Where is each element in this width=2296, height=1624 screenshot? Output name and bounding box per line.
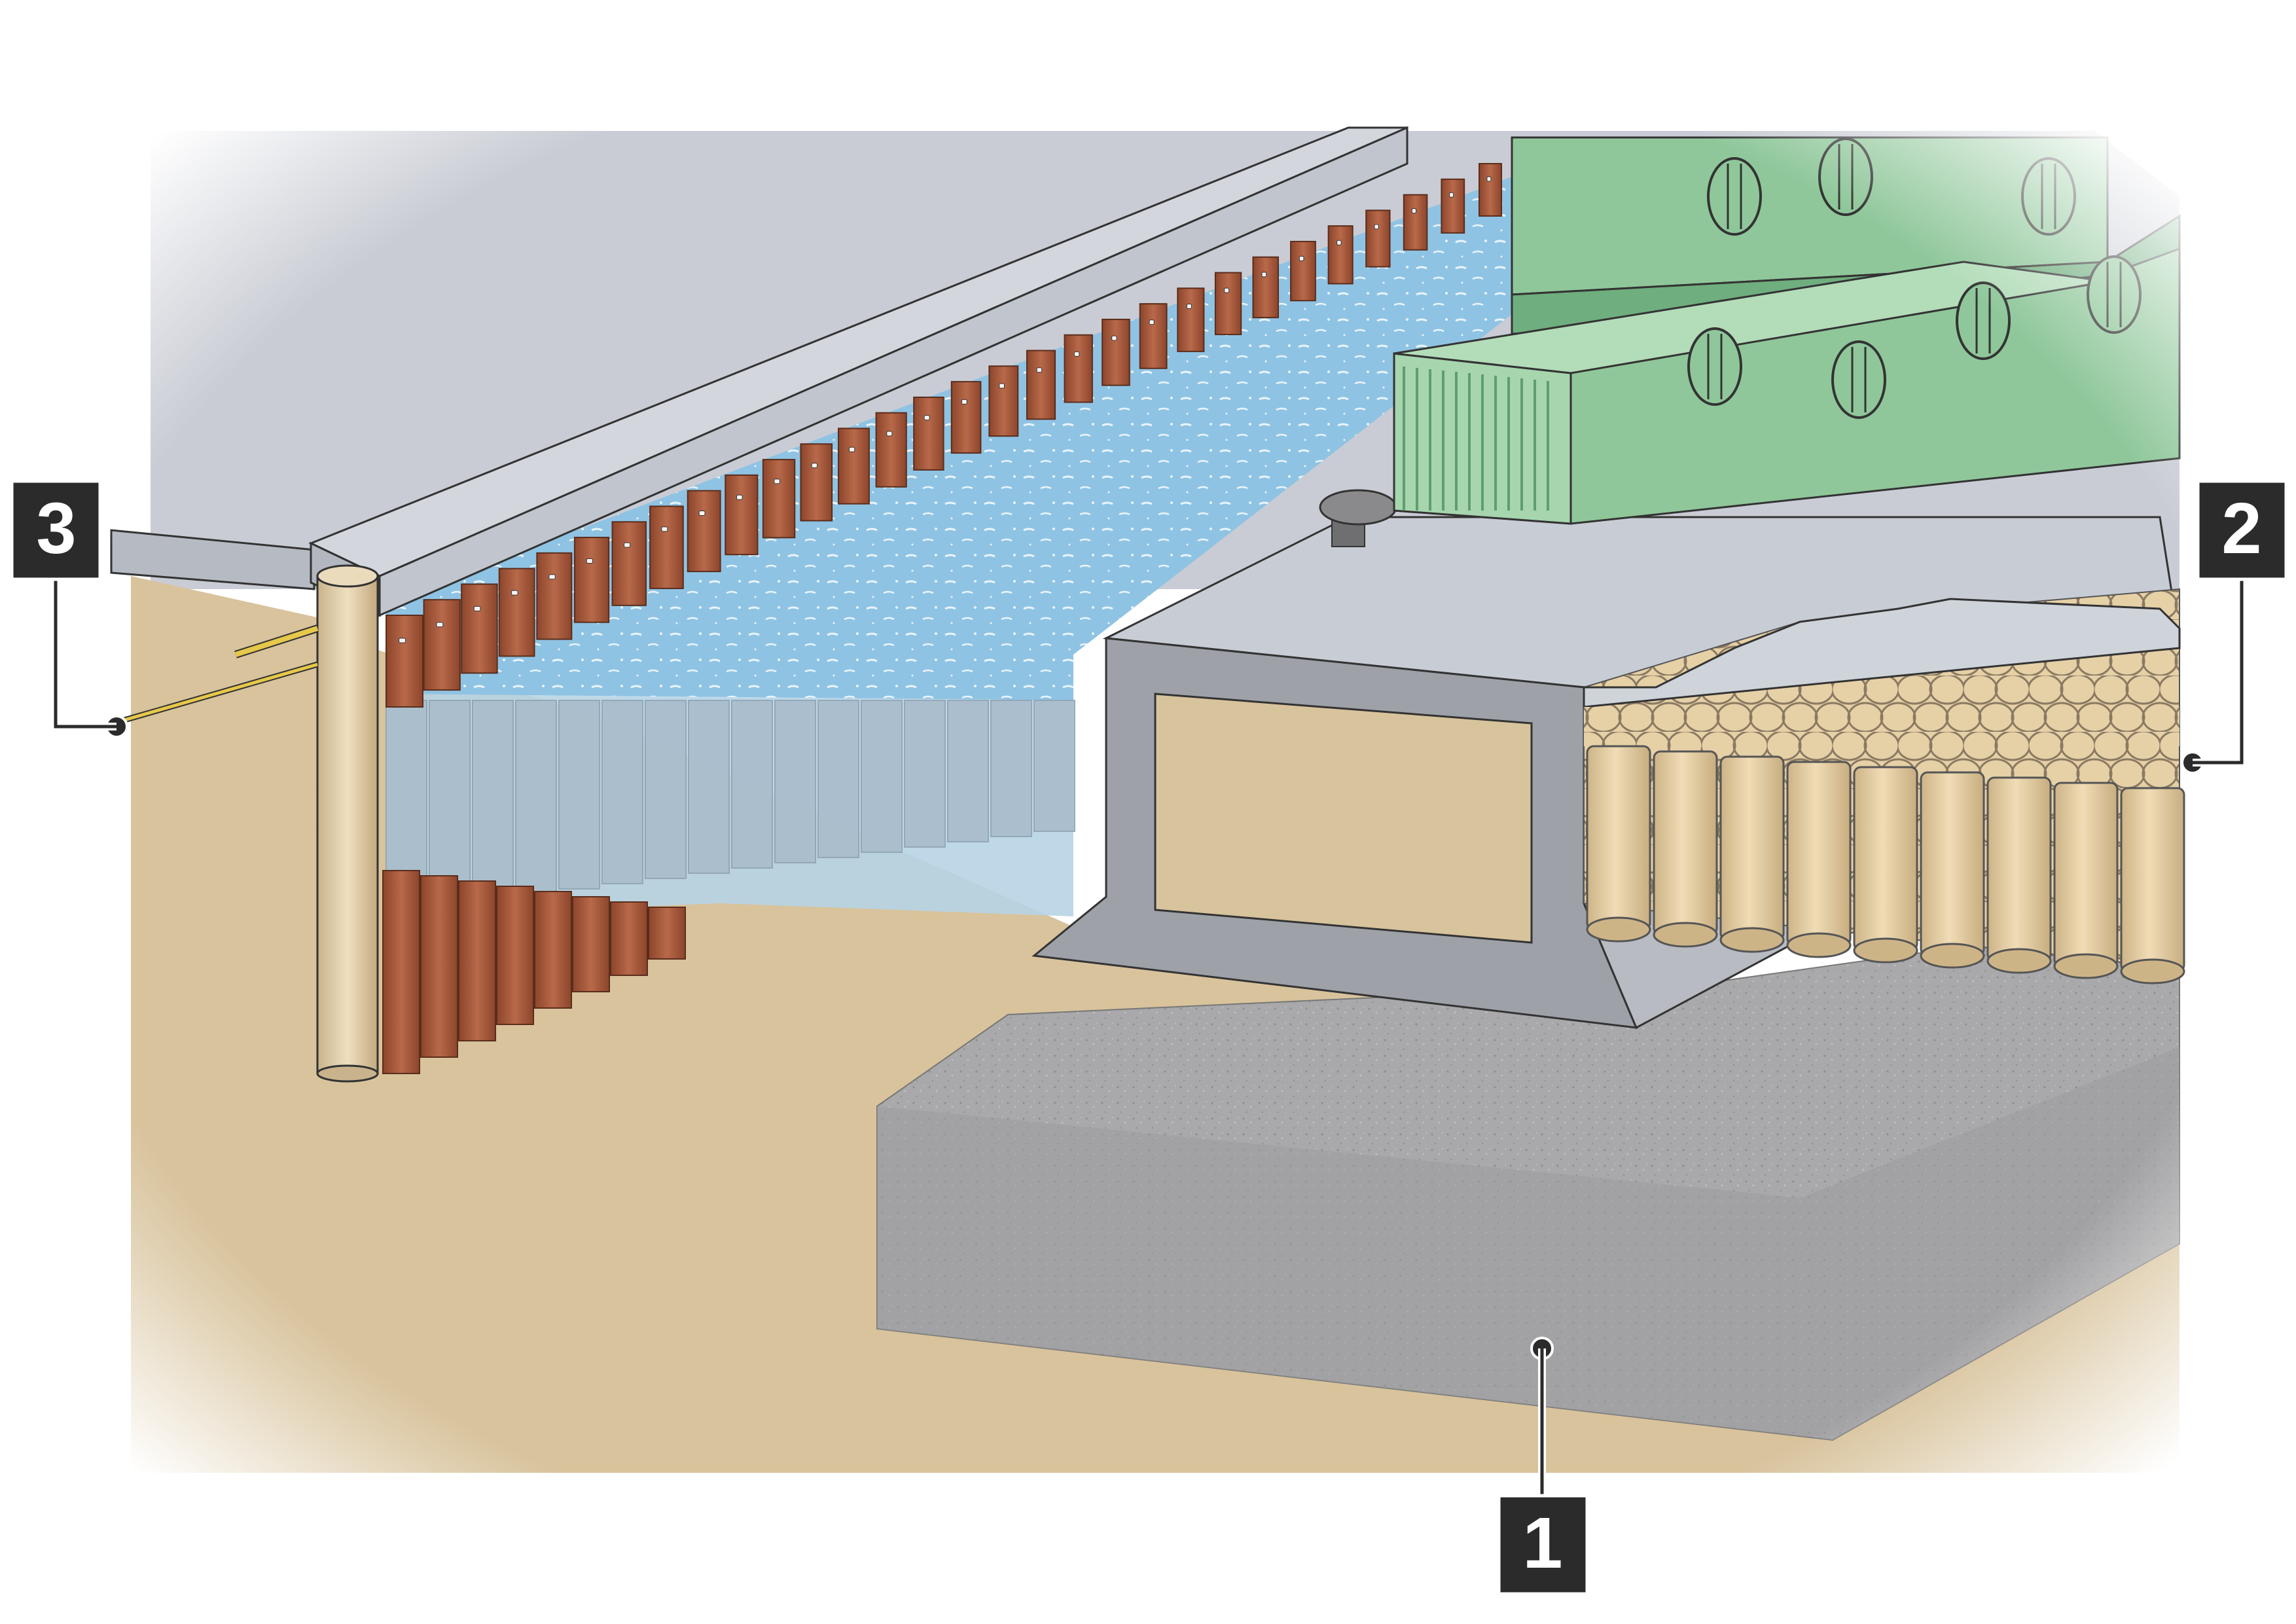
callout-3-label: 3 (36, 488, 76, 569)
callout-1-label: 1 (1522, 1503, 1562, 1583)
callout-3: 3 (10, 479, 128, 738)
callout-2: 2 (2181, 479, 2288, 774)
callout-2-label: 2 (2221, 488, 2261, 569)
callout-1: 1 (1497, 1337, 1589, 1596)
